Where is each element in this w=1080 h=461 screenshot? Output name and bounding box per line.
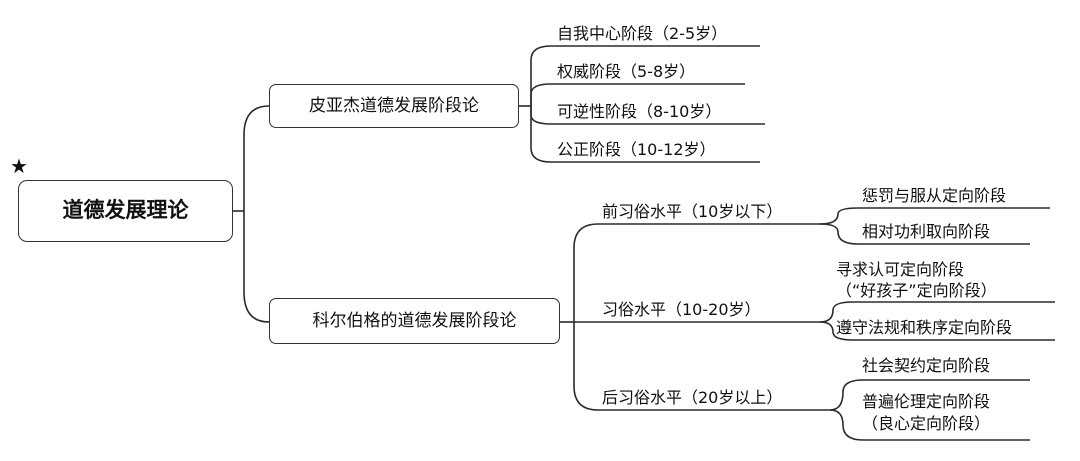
connector-kohlberg-level-3	[573, 322, 830, 411]
root-node[interactable]: 道德发展理论	[18, 180, 233, 242]
kohlberg-stage-3[interactable]: 寻求认可定向阶段 （“好孩子”定向阶段）	[836, 260, 997, 300]
connector-level-3-leaf-1	[829, 379, 1030, 411]
branch-kohlberg[interactable]: 科尔伯格的道德发展阶段论	[269, 298, 560, 344]
kohlberg-stage-4[interactable]: 遵守法规和秩序定向阶段	[836, 318, 1013, 337]
kohlberg-stage-6-line-1: 普遍伦理定向阶段	[862, 392, 991, 411]
connector-piaget-leaf-2	[530, 83, 745, 106]
connector-level-1-leaf-1	[819, 207, 1050, 225]
connector-level-3-leaf-2	[829, 409, 1030, 441]
kohlberg-stage-3-line-1: 寻求认可定向阶段	[836, 260, 965, 279]
connector-root-to-kohlberg	[243, 211, 270, 323]
kohlberg-level-2[interactable]: 习俗水平（10-20岁）	[602, 300, 761, 319]
connector-piaget-leaf-4	[530, 106, 760, 163]
connector-piaget-leaf-1	[530, 45, 760, 106]
piaget-stage-2[interactable]: 权威阶段（5-8岁）	[557, 62, 696, 81]
kohlberg-stage-3-line-2: （“好孩子”定向阶段）	[836, 281, 997, 301]
connector-level-2-leaf-1	[819, 301, 1055, 323]
kohlberg-stage-6-line-2: （良心定向阶段）	[862, 414, 991, 434]
kohlberg-stage-5[interactable]: 社会契约定向阶段	[862, 356, 991, 375]
root-label: 道德发展理论	[62, 198, 189, 223]
star-icon: ★	[10, 154, 28, 178]
piaget-stage-1[interactable]: 自我中心阶段（2-5岁）	[557, 24, 728, 43]
connector-level-2-leaf-2	[819, 321, 1055, 341]
kohlberg-stage-6[interactable]: 普遍伦理定向阶段 （良心定向阶段）	[862, 392, 990, 433]
branch-kohlberg-label: 科尔伯格的道德发展阶段论	[312, 310, 517, 331]
kohlberg-stage-2[interactable]: 相对功利取向阶段	[862, 222, 991, 241]
branch-piaget-label: 皮亚杰道德发展阶段论	[309, 95, 479, 116]
kohlberg-level-1[interactable]: 前习俗水平（10岁以下）	[602, 202, 783, 221]
piaget-stage-4[interactable]: 公正阶段（10-12岁）	[557, 140, 716, 159]
connector-kohlberg-level-1	[573, 223, 820, 322]
connector-root-to-piaget	[243, 105, 270, 211]
kohlberg-stage-1[interactable]: 惩罚与服从定向阶段	[862, 186, 1007, 205]
piaget-stage-3[interactable]: 可逆性阶段（8-10岁）	[557, 102, 722, 121]
branch-piaget[interactable]: 皮亚杰道德发展阶段论	[269, 84, 519, 128]
kohlberg-level-3[interactable]: 后习俗水平（20岁以上）	[602, 388, 783, 407]
connector-level-1-leaf-2	[819, 223, 1030, 245]
